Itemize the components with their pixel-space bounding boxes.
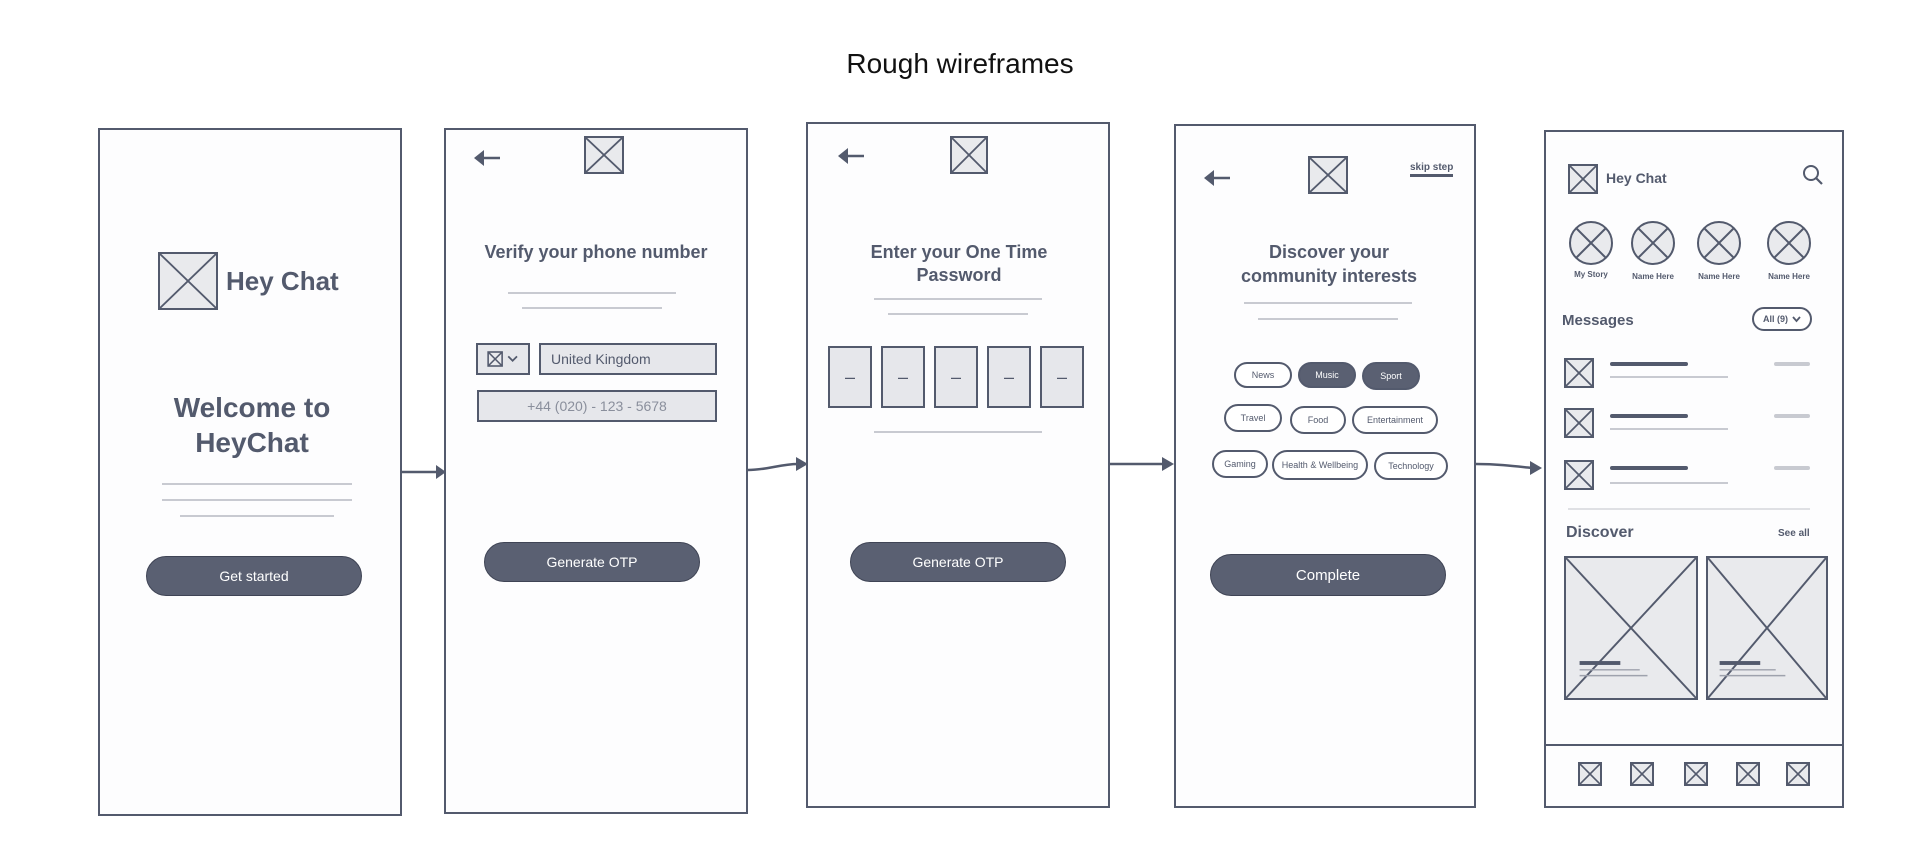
message-avatar-icon[interactable]: [1564, 460, 1594, 490]
complete-button[interactable]: Complete: [1210, 554, 1446, 596]
text-placeholder-line: [888, 313, 1028, 315]
interest-chip-travel[interactable]: Travel: [1224, 404, 1282, 432]
story-label: Name Here: [1768, 272, 1810, 281]
story-label: Name Here: [1632, 272, 1674, 281]
flow-arrow: [402, 465, 446, 479]
skip-step-link[interactable]: skip step: [1410, 162, 1454, 177]
welcome-heading-line1: Welcome to: [173, 392, 331, 423]
otp-digit-input[interactable]: –: [881, 346, 925, 408]
text-placeholder-line: [180, 515, 334, 517]
interest-chip-news[interactable]: News: [1234, 362, 1292, 388]
interest-chip-gaming[interactable]: Gaming: [1212, 450, 1268, 478]
message-preview-placeholder: [1610, 428, 1728, 430]
screen-home: Hey Chat My Story Name Here Name Here Na…: [1544, 130, 1844, 808]
back-arrow-icon[interactable]: [1204, 168, 1230, 188]
nav-notifications-icon[interactable]: [1736, 762, 1760, 786]
bottom-nav: [1546, 744, 1842, 806]
generate-otp-button[interactable]: Generate OTP: [484, 542, 700, 582]
logo-placeholder-icon: [1308, 156, 1348, 194]
interest-chip-music[interactable]: Music: [1298, 362, 1356, 388]
filter-label: All (9): [1762, 314, 1788, 324]
interests-heading-line2: community interests: [1240, 266, 1418, 286]
screen-enter-otp: Enter your One Time Password – – – – – G…: [806, 122, 1110, 808]
otp-digit-input[interactable]: –: [828, 346, 872, 408]
country-flag-dropdown[interactable]: [476, 343, 530, 375]
otp-digit-input[interactable]: –: [1040, 346, 1084, 408]
interest-chip-health-wellbeing[interactable]: Health & Wellbeing: [1272, 450, 1368, 480]
story-avatar-icon[interactable]: [1696, 220, 1742, 266]
message-name-placeholder: [1610, 414, 1688, 418]
interest-chip-sport[interactable]: Sport: [1362, 362, 1420, 390]
filter-dropdown[interactable]: All (9): [1752, 307, 1812, 331]
see-all-link[interactable]: See all: [1778, 528, 1810, 539]
interest-chip-technology[interactable]: Technology: [1374, 452, 1448, 480]
otp-heading-line1: Enter your One Time: [870, 242, 1048, 262]
back-arrow-icon[interactable]: [474, 148, 500, 168]
welcome-heading-line2: HeyChat: [195, 427, 309, 458]
text-placeholder-line: [162, 499, 352, 501]
story-avatar-icon[interactable]: [1568, 220, 1614, 266]
screen-interests: skip step Discover your community intere…: [1174, 124, 1476, 808]
country-field[interactable]: United Kingdom: [539, 343, 717, 375]
story-avatar-icon[interactable]: [1766, 220, 1812, 266]
logo-text: Hey Chat: [226, 266, 339, 296]
messages-label: Messages: [1562, 312, 1634, 329]
text-placeholder-line: [522, 307, 662, 309]
text-placeholder-line: [1258, 318, 1398, 320]
message-time-placeholder: [1774, 362, 1810, 366]
text-placeholder-line: [508, 292, 676, 294]
interest-chip-entertainment[interactable]: Entertainment: [1352, 406, 1438, 434]
search-icon[interactable]: [1802, 164, 1824, 186]
nav-profile-icon[interactable]: [1786, 762, 1810, 786]
page-title: Rough wireframes: [846, 48, 1074, 79]
flow-arrow: [1110, 457, 1174, 471]
discover-card[interactable]: [1706, 556, 1828, 700]
app-logo-icon: [1568, 164, 1598, 194]
divider: [1568, 508, 1810, 510]
get-started-button[interactable]: Get started: [146, 556, 362, 596]
story-avatar-icon[interactable]: [1630, 220, 1676, 266]
story-label: Name Here: [1698, 272, 1740, 281]
text-placeholder-line: [874, 298, 1042, 300]
message-preview-placeholder: [1610, 376, 1728, 378]
nav-home-icon[interactable]: [1578, 762, 1602, 786]
flow-arrow: [747, 457, 808, 472]
back-arrow-icon[interactable]: [838, 146, 864, 166]
flow-arrow: [1475, 461, 1542, 475]
message-time-placeholder: [1774, 414, 1810, 418]
message-name-placeholder: [1610, 362, 1688, 366]
message-avatar-icon[interactable]: [1564, 358, 1594, 388]
discover-card[interactable]: [1564, 556, 1698, 700]
screen-verify-phone: Verify your phone number United Kingdom …: [444, 128, 748, 814]
text-placeholder-line: [1244, 302, 1412, 304]
generate-otp-button[interactable]: Generate OTP: [850, 542, 1066, 582]
logo-placeholder-icon: [950, 136, 988, 174]
text-placeholder-line: [874, 431, 1042, 433]
message-preview-placeholder: [1610, 482, 1728, 484]
interests-heading-line1: Discover your: [1268, 242, 1390, 262]
phone-input[interactable]: +44 (020) - 123 - 5678: [477, 390, 717, 422]
story-label: My Story: [1574, 270, 1608, 279]
screen-welcome: Hey Chat Welcome to HeyChat Get started: [98, 128, 402, 816]
verify-heading: Verify your phone number: [484, 242, 708, 262]
discover-label: Discover: [1566, 524, 1634, 541]
message-avatar-icon[interactable]: [1564, 408, 1594, 438]
otp-digit-input[interactable]: –: [987, 346, 1031, 408]
logo-placeholder-icon: [584, 136, 624, 174]
message-time-placeholder: [1774, 466, 1810, 470]
otp-digit-input[interactable]: –: [934, 346, 978, 408]
interest-chip-food[interactable]: Food: [1290, 406, 1346, 434]
chevron-down-icon: [1792, 315, 1801, 322]
otp-heading-line2: Password: [916, 265, 1002, 285]
logo-placeholder-icon: [158, 252, 218, 310]
nav-chat-icon[interactable]: [1630, 762, 1654, 786]
nav-discover-icon[interactable]: [1684, 762, 1708, 786]
text-placeholder-line: [162, 483, 352, 485]
message-name-placeholder: [1610, 466, 1688, 470]
app-name: Hey Chat: [1606, 170, 1667, 186]
